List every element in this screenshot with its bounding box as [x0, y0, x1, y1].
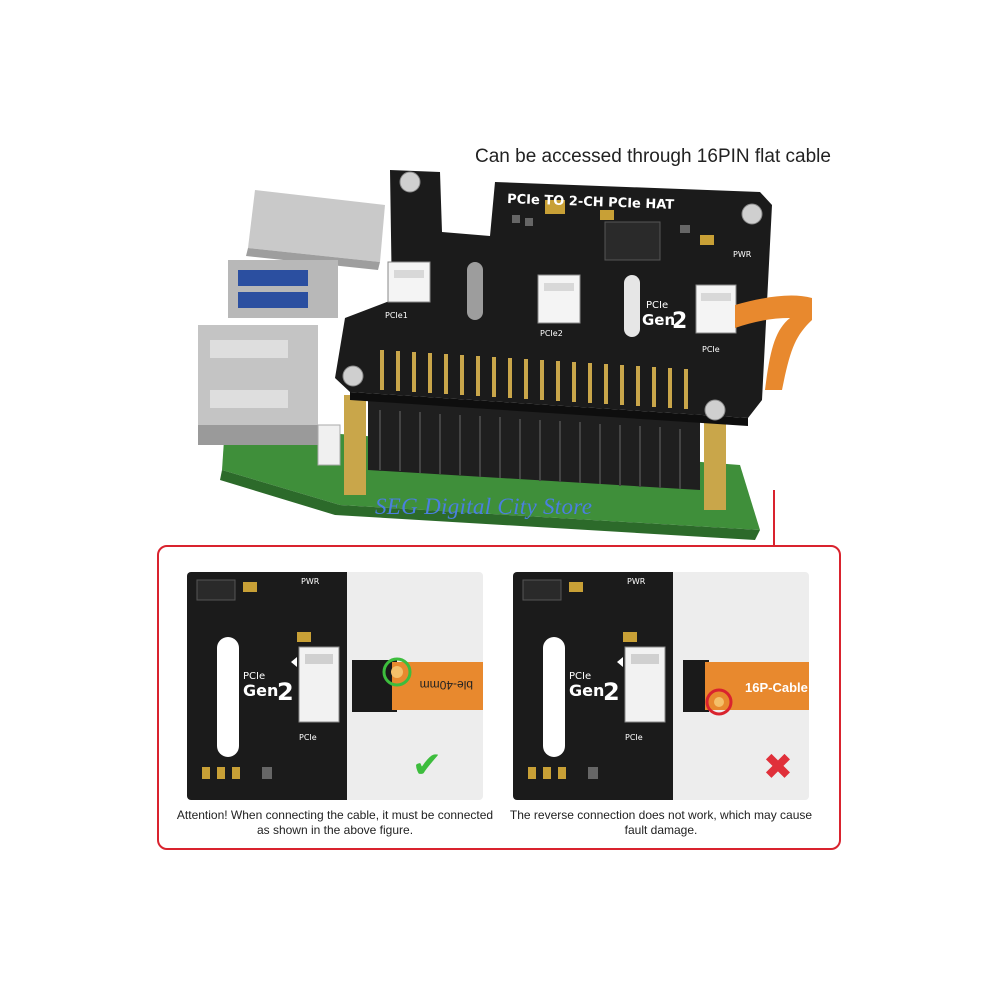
usb-port-top: [228, 260, 338, 318]
caption-correct: Attention! When connecting the cable, it…: [176, 808, 494, 837]
panel-label-gen: Gen: [243, 681, 278, 700]
orientation-marker-circle: [382, 657, 412, 687]
panel-label-pcie-small: PCIe: [625, 733, 643, 742]
board-slot: [217, 637, 239, 757]
caption-wrong: The reverse connection does not work, wh…: [509, 808, 813, 837]
board-label-gen: Gen: [642, 311, 675, 329]
check-mark-icon: ✔: [412, 745, 442, 786]
gpio-header-block: [368, 395, 700, 490]
wrong-connection-illustration: PWR PCIe Gen 2 PCIe 16P-Cable ✖: [513, 572, 809, 800]
fpc-connector-pcie2: [537, 274, 581, 324]
panel-wrong-connection: PWR PCIe Gen 2 PCIe 16P-Cable ✖: [513, 572, 809, 800]
mounting-screw: [342, 171, 763, 421]
panel-label-pcie-small: PCIe: [299, 733, 317, 742]
correct-connection-illustration: PWR PCIe Gen 2 PCIe ble-40mm ✔: [187, 572, 483, 800]
panel-label-gen-num: 2: [277, 678, 294, 706]
callout-connector-line: [773, 490, 775, 546]
board-label-gen-num: 2: [672, 309, 687, 334]
board-label-pwr: PWR: [733, 250, 752, 259]
fpc-connector-gen2: [695, 284, 737, 334]
standoff-right: [704, 420, 726, 510]
cable-print-text: 16P-Cable: [745, 680, 808, 695]
cable-stiffener: [352, 660, 397, 712]
orientation-marker-circle: [705, 688, 733, 716]
board-label-pcie1: PCIe1: [385, 311, 408, 320]
usb-port-bottom: [198, 325, 318, 445]
orange-cable: [392, 662, 483, 710]
board-slot: [543, 637, 565, 757]
panel-label-pwr: PWR: [301, 577, 320, 586]
standoff-left: [344, 395, 366, 495]
cable-print-text: ble-40mm: [420, 678, 473, 692]
board-title: PCIe TO 2-CH PCIe HAT: [507, 192, 675, 213]
fpc-connector-pcie1: [387, 261, 431, 303]
board-label-pcie2: PCIe2: [540, 329, 563, 338]
main-chip: [604, 221, 661, 261]
cross-mark-icon: ✖: [763, 747, 793, 788]
board-label-pcie-connector: PCIe: [702, 345, 720, 354]
power-connector: [317, 424, 341, 466]
panel-label-pcie: PCIe: [243, 671, 265, 682]
panel-label-pwr: PWR: [627, 577, 646, 586]
panel-label-gen-num: 2: [603, 678, 620, 706]
panel-correct-connection: PWR PCIe Gen 2 PCIe ble-40mm ✔: [187, 572, 483, 800]
product-photo: PCIe TO 2-CH PCIe HAT PCIe1 PCIe2 PCIe G…: [198, 170, 812, 540]
panel-label-pcie: PCIe: [569, 671, 591, 682]
board-slot: [467, 262, 483, 320]
board-slot: [624, 275, 640, 337]
headline-text: Can be accessed through 16PIN flat cable: [475, 146, 831, 167]
cable-stiffener: [683, 660, 709, 712]
panel-label-gen: Gen: [569, 681, 604, 700]
store-watermark: SEG Digital City Store: [375, 494, 593, 519]
board-label-pcie: PCIe: [646, 300, 668, 311]
ribbon-cable: [735, 295, 812, 390]
ethernet-port: [246, 190, 385, 270]
